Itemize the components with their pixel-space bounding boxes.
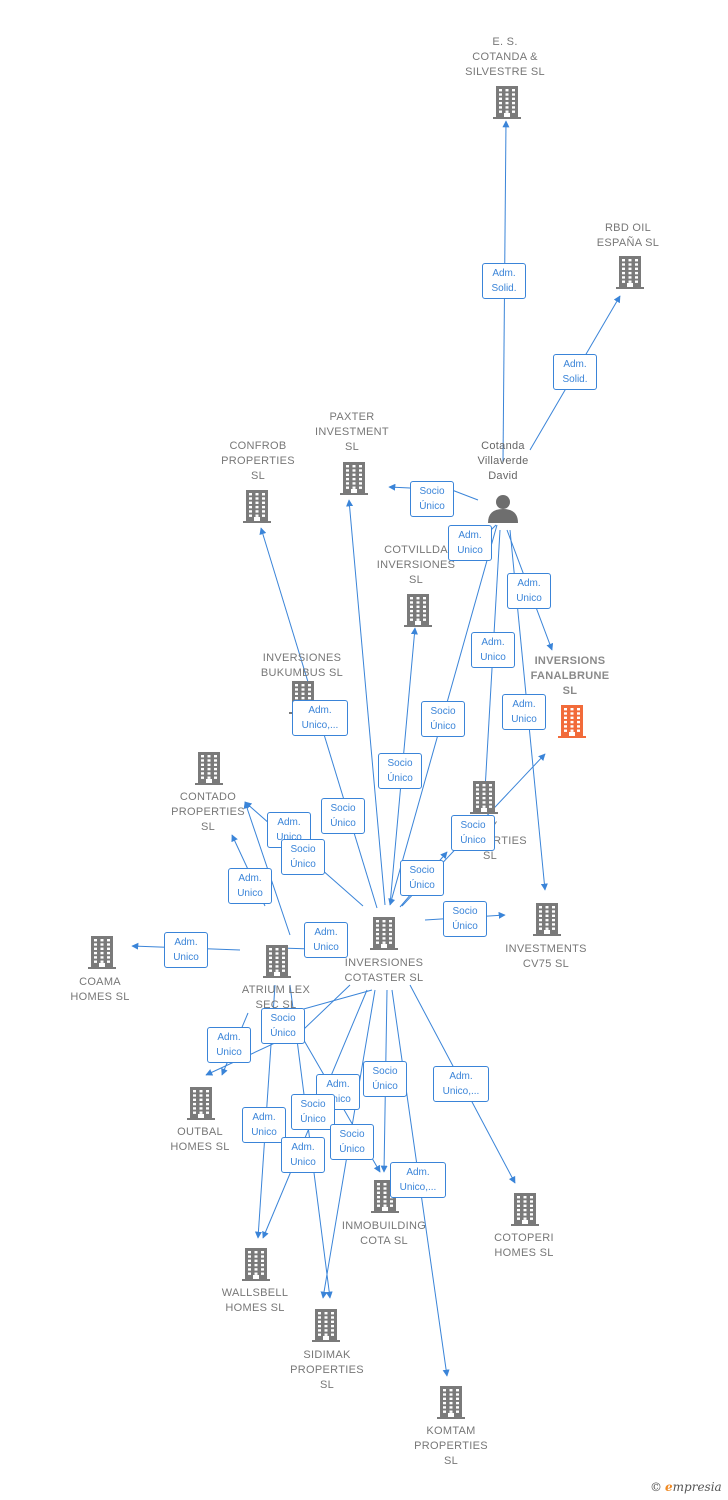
relation-label: Socio Único [321,798,365,834]
relation-label: Adm. Unico [448,525,492,561]
relation-label: Adm. Unico [207,1027,251,1063]
relation-label: Socio Único [378,753,422,789]
relation-label: Socio Único [330,1124,374,1160]
brand-mark: ©empresia [650,1480,722,1494]
relation-label: Adm. Unico,... [433,1066,489,1102]
node-label-sidimak[interactable]: SIDIMAK PROPERTIES SL [290,1349,364,1391]
relation-label: Adm. Solid. [553,354,597,390]
node-label-komtam[interactable]: KOMTAM PROPERTIES SL [414,1425,488,1467]
node-label-confrob[interactable]: CONFROB PROPERTIES SL [221,440,295,482]
relation-label: Adm. Unico [242,1107,286,1143]
relation-label: Adm. Unico,... [390,1162,446,1198]
copyright-symbol: © [650,1480,662,1494]
node-label-cotvillda[interactable]: COTVILLDA INVERSIONES SL [376,544,456,586]
node-label-coama[interactable]: COAMA HOMES SL [70,976,130,1003]
relation-label: Adm. Unico [502,694,546,730]
building-icon[interactable] [243,490,271,523]
node-label-cv75[interactable]: INVESTMENTS CV75 SL [505,943,587,970]
relation-edge-8 [346,499,386,906]
building-icon[interactable] [616,256,644,289]
building-icon[interactable] [88,936,116,969]
building-icon[interactable] [195,752,223,785]
node-label-wallsbell[interactable]: WALLSBELL HOMES SL [221,1287,289,1314]
node-label-cotaster[interactable]: INVERSIONES COTASTER SL [344,957,424,984]
relation-label: Adm. Unico [304,922,348,958]
brand-name: mpresia [672,1480,722,1494]
relation-label: Socio Único [451,815,495,851]
building-icon[interactable] [340,462,368,495]
node-label-outbal[interactable]: OUTBAL HOMES SL [170,1126,230,1153]
node-label-cotoperi[interactable]: COTOPERI HOMES SL [494,1232,554,1259]
relation-label: Adm. Unico [228,868,272,904]
building-icon[interactable] [370,917,398,950]
building-icon[interactable] [263,945,291,978]
building-icon[interactable] [437,1386,465,1419]
building-icon[interactable] [533,903,561,936]
building-icon[interactable] [404,594,432,627]
building-icon[interactable] [511,1193,539,1226]
relation-label: Socio Único [410,481,454,517]
relation-label: Adm. Solid. [482,263,526,299]
building-icon[interactable] [493,86,521,119]
relation-label: Socio Único [261,1008,305,1044]
relation-label: Adm. Unico,... [292,700,348,736]
node-label-fanalbrune[interactable]: INVERSIONS FANALBRUNE SL [530,655,610,697]
relation-label: Socio Único [281,839,325,875]
building-icon[interactable] [242,1248,270,1281]
relation-label: Socio Único [400,860,444,896]
focus-building-icon[interactable] [558,705,586,738]
relation-label: Adm. Unico [281,1137,325,1173]
brand-e-letter: e [665,1480,673,1494]
person-icon[interactable] [488,495,518,523]
building-icon[interactable] [312,1309,340,1342]
relation-label: Adm. Unico [316,1074,360,1110]
relation-label: Socio Único [291,1094,335,1130]
node-label-rbd-oil[interactable]: RBD OIL ESPAÑA SL [596,222,660,249]
node-label-contado[interactable]: CONTADO PROPERTIES SL [171,791,245,833]
relation-label: Adm. Unico [471,632,515,668]
node-label-person[interactable]: Cotanda Villaverde David [477,440,529,482]
relation-label: Adm. Unico [507,573,551,609]
relation-label: Socio Único [421,701,465,737]
node-label-paxter[interactable]: PAXTER INVESTMENT SL [315,411,389,453]
building-icon[interactable] [470,781,498,814]
relation-label: Adm. Unico [164,932,208,968]
node-label-inmobuilding[interactable]: INMOBUILDING COTA SL [341,1220,427,1247]
relation-label: Socio Único [443,901,487,937]
node-label-bukumbus[interactable]: INVERSIONES BUKUMBUS SL [260,652,344,679]
relation-label: Socio Único [363,1061,407,1097]
node-label-es-cotanda[interactable]: E. S. COTANDA & SILVESTRE SL [465,36,545,78]
building-icon[interactable] [187,1087,215,1120]
